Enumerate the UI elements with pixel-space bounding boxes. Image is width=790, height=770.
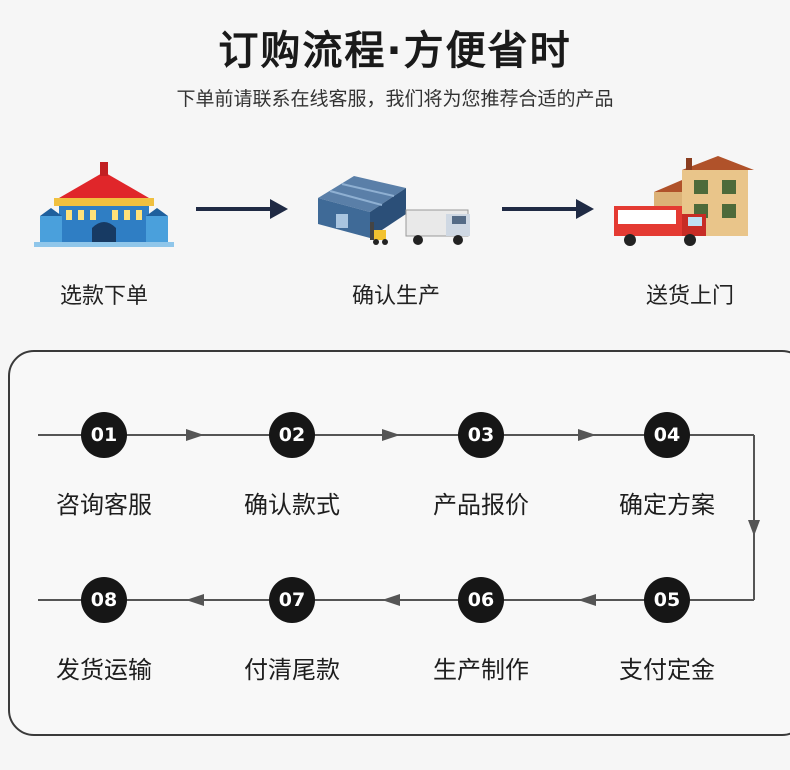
stage-label-delivery: 送货上门 xyxy=(645,284,734,309)
step-node-06: 06 xyxy=(458,577,504,623)
step-node-05: 05 xyxy=(644,577,690,623)
stage-label-order: 选款下单 xyxy=(59,284,148,309)
step-node-07: 07 xyxy=(269,577,315,623)
step-node-04: 04 xyxy=(644,412,690,458)
step-label-02: 确认款式 xyxy=(244,491,340,519)
stage-delivery xyxy=(590,150,790,260)
step-node-01: 01 xyxy=(81,412,127,458)
page-title: 订购流程·方便省时 xyxy=(218,28,572,74)
house-delivery-van-icon xyxy=(614,156,754,246)
page-subtitle: 下单前请联系在线客服，我们将为您推荐合适的产品 xyxy=(176,88,614,110)
step-node-02: 02 xyxy=(269,412,315,458)
step-label-01: 咨询客服 xyxy=(56,491,152,519)
store-building-icon xyxy=(34,162,174,247)
step-node-08: 08 xyxy=(81,577,127,623)
step-label-04: 确定方案 xyxy=(619,491,715,519)
step-node-03: 03 xyxy=(458,412,504,458)
step-label-05: 支付定金 xyxy=(619,656,715,684)
step-label-07: 付清尾款 xyxy=(244,656,340,684)
step-label-03: 产品报价 xyxy=(433,491,529,519)
step-label-06: 生产制作 xyxy=(433,656,529,684)
stage-label-production: 确认生产 xyxy=(351,284,440,309)
arrow-right-icon xyxy=(196,199,288,219)
stage-store xyxy=(4,150,204,260)
arrow-right-icon xyxy=(502,199,594,219)
step-label-08: 发货运输 xyxy=(56,656,152,684)
stage-factory xyxy=(296,150,496,260)
factory-truck-icon xyxy=(318,176,470,245)
